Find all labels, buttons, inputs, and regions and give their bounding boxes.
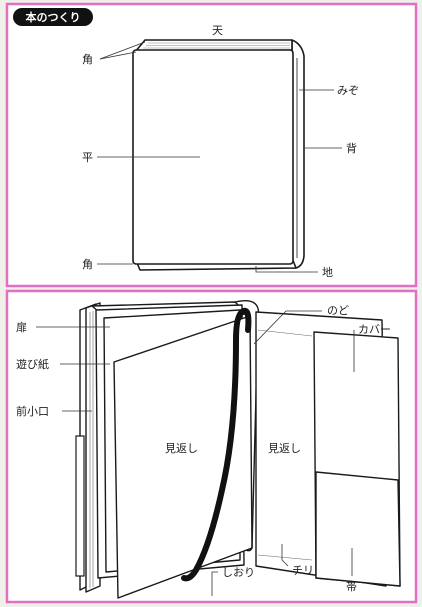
label-ten: 天 (212, 24, 223, 37)
page-edge-lines-bottom (89, 311, 313, 588)
page-edge-lines (143, 42, 290, 49)
bookmark-ribbon (181, 309, 245, 582)
label-shiori: しおり (222, 566, 255, 579)
top-leader-lines (97, 41, 342, 273)
label-tobira: 扉 (16, 321, 27, 334)
label-mikaeshi-left: 見返し (165, 442, 198, 455)
label-nodo: のど (327, 304, 349, 317)
label-se: 背 (346, 141, 357, 155)
label-cover: カバー (358, 323, 391, 336)
closed-book-illustration (132, 39, 305, 271)
label-kado-top: 角 (82, 53, 93, 66)
title: 本のつくり (26, 10, 81, 24)
label-hira: 平 (82, 151, 93, 164)
label-obi: 帯 (346, 580, 357, 593)
title-badge (13, 8, 93, 26)
label-maekoguchi: 前小口 (16, 404, 49, 418)
open-book-illustration (79, 300, 401, 599)
label-chiri: チリ (292, 564, 314, 577)
bookmark-ribbon-top (239, 307, 252, 333)
label-chi: 地 (322, 266, 333, 279)
label-mizo: みぞ (337, 84, 359, 97)
label-mikaeshi-right: 見返し (268, 442, 301, 455)
label-asobigami: 遊び紙 (16, 357, 49, 371)
bottom-leader-lines (36, 310, 355, 596)
obi-left-edge (75, 435, 85, 577)
label-kado-bottom: 角 (82, 258, 93, 271)
